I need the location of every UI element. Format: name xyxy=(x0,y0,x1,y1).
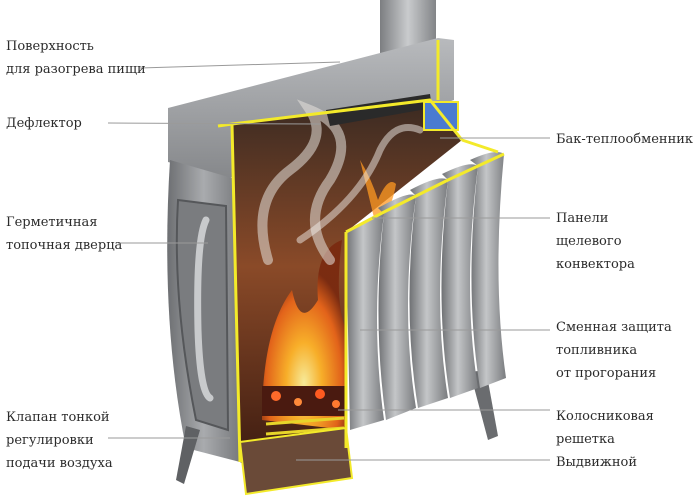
label-line: щелевого xyxy=(556,234,622,249)
label-air-valve: Клапан тонкой регулировки подачи воздуха xyxy=(6,406,113,475)
leader-lines xyxy=(107,61,550,461)
label-line: Выдвижной xyxy=(556,455,638,470)
label-heat-exchanger: Бак-теплообменник xyxy=(556,128,693,151)
label-line: для разогрева пищи xyxy=(6,62,146,77)
convector-fins xyxy=(346,152,506,430)
label-line: Клапан тонкой xyxy=(6,410,110,425)
label-line: Поверхность xyxy=(6,39,94,54)
label-line: Герметичная xyxy=(6,215,98,230)
label-line: Колосниковая xyxy=(556,409,654,424)
smoke xyxy=(257,99,347,265)
label-line: топливника xyxy=(556,343,638,358)
label-line: конвектора xyxy=(556,257,635,272)
label-line: от прогорания xyxy=(556,366,657,381)
label-grate: Колосниковая решетка Выдвижной xyxy=(556,405,654,474)
label-deflector: Дефлектор xyxy=(6,112,82,135)
label-line: Панели xyxy=(556,211,609,226)
label-line: Дефлектор xyxy=(6,116,82,131)
label-sealed-door: Герметичная топочная дверца xyxy=(6,211,122,257)
label-firebox-protection: Сменная защита топливника от прогорания xyxy=(556,316,672,385)
label-line: регулировки xyxy=(6,433,94,448)
label-line: Бак-теплообменник xyxy=(556,132,694,147)
label-line: решетка xyxy=(556,432,615,447)
cutaway-edges xyxy=(217,40,505,463)
door-panel xyxy=(175,198,230,432)
ash-drawer xyxy=(238,426,354,496)
fire xyxy=(262,240,346,430)
label-cooking-surface: Поверхность для разогрева пищи xyxy=(6,35,146,81)
smoke-2 xyxy=(296,124,424,244)
label-line: подачи воздуха xyxy=(6,456,113,471)
door-handle xyxy=(194,216,214,402)
label-convector-panels: Панели щелевого конвектора xyxy=(556,207,635,276)
label-line: Сменная защита xyxy=(556,320,672,335)
left-leg xyxy=(176,426,200,484)
label-line: топочная дверца xyxy=(6,238,123,253)
